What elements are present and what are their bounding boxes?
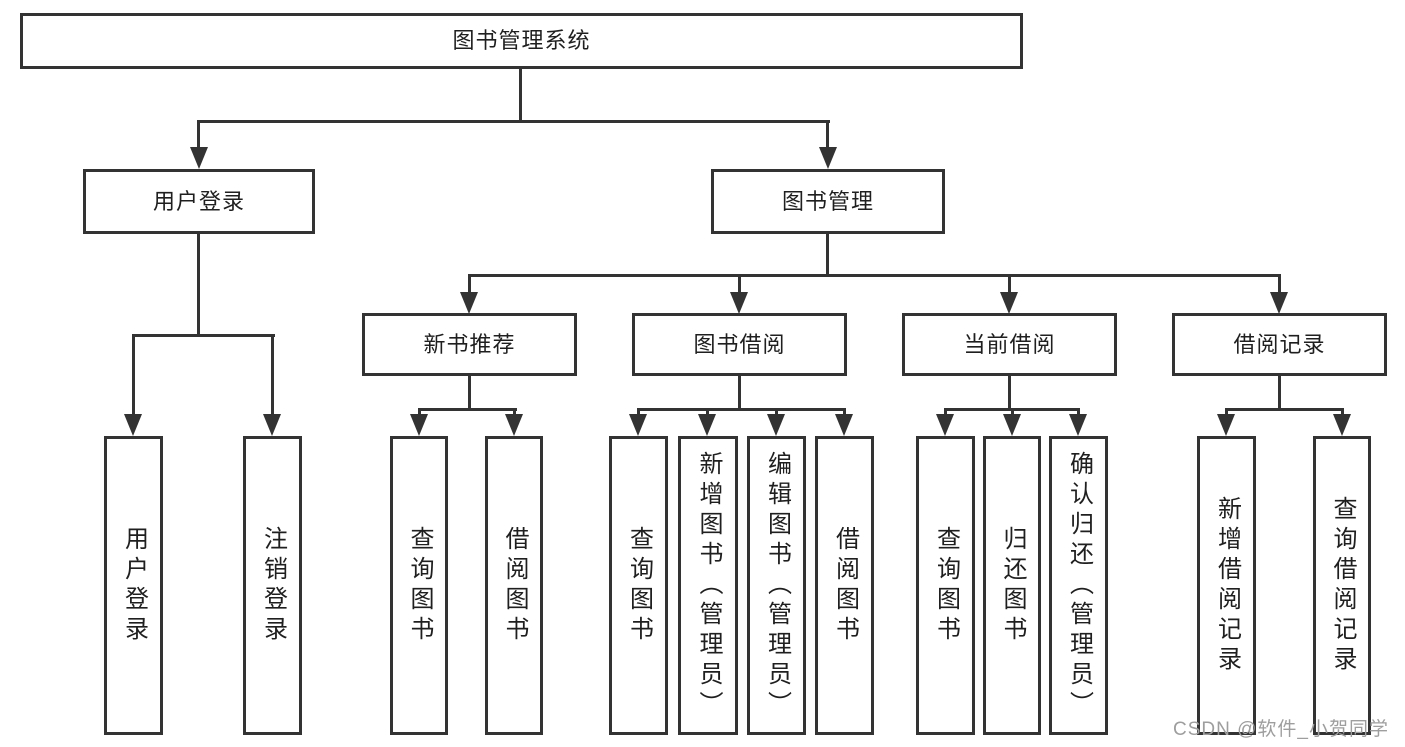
connector-drop-current-borrowing: [1008, 274, 1011, 296]
arrow-down-nb-query: [410, 414, 428, 436]
leaf-current-return-books: 归还图书: [983, 436, 1041, 735]
connector-book-borrowing-branch: [637, 408, 846, 411]
arrow-down-cb-return: [1003, 414, 1021, 436]
connector-drop-br-query: [1341, 408, 1344, 418]
connector-root-branch: [197, 120, 830, 123]
node-book-borrowing: 图书借阅: [632, 313, 847, 376]
leaf-newbook-borrow-books-label: 借阅图书: [501, 525, 528, 646]
connector-book-borrowing-stem: [738, 376, 741, 408]
arrow-down-cb-query: [936, 414, 954, 436]
leaf-records-query-record-label: 查询借阅记录: [1329, 495, 1356, 676]
leaf-records-query-record: 查询借阅记录: [1313, 436, 1371, 735]
leaf-current-confirm-return-admin: 确认归还（管理员）: [1049, 436, 1108, 735]
connector-drop-book-management: [826, 120, 829, 149]
connector-drop-cb-query: [944, 408, 947, 418]
leaf-borrowing-add-books-admin-label: 新增图书（管理员）: [695, 450, 722, 721]
arrow-down-bb-borrow: [835, 414, 853, 436]
leaf-borrowing-borrow-books: 借阅图书: [815, 436, 874, 735]
node-new-book-recommend-label: 新书推荐: [423, 331, 516, 357]
connector-current-borrowing-stem: [1008, 376, 1011, 408]
connector-drop-user-login: [197, 120, 200, 149]
connector-drop-book-borrowing: [738, 274, 741, 296]
node-borrowing-records-label: 借阅记录: [1233, 331, 1326, 357]
node-user-login-label: 用户登录: [152, 188, 245, 214]
connector-root-stem: [519, 69, 522, 120]
connector-new-book-branch: [418, 408, 517, 411]
leaf-borrowing-edit-books-admin-label: 编辑图书（管理员）: [763, 450, 791, 721]
arrow-down-user-login: [190, 147, 208, 169]
node-current-borrowing: 当前借阅: [902, 313, 1117, 376]
leaf-logout: 注销登录: [243, 436, 302, 735]
leaf-borrowing-query-books: 查询图书: [609, 436, 668, 735]
leaf-current-query-books: 查询图书: [916, 436, 975, 735]
arrow-down-br-add: [1217, 414, 1235, 436]
node-book-management: 图书管理: [711, 169, 945, 234]
connector-borrowing-records-stem: [1278, 376, 1281, 408]
node-borrowing-records: 借阅记录: [1172, 313, 1387, 376]
arrow-down-leaf-login: [124, 414, 142, 436]
connector-drop-bb-borrow: [843, 408, 846, 418]
node-current-borrowing-label: 当前借阅: [963, 331, 1056, 357]
node-root: 图书管理系统: [20, 13, 1023, 69]
connector-drop-bb-add: [706, 408, 709, 418]
node-book-management-label: 图书管理: [781, 188, 874, 214]
arrow-down-new-book: [460, 292, 478, 314]
connector-user-login-stem: [197, 234, 200, 334]
arrow-down-bb-edit: [767, 414, 785, 436]
connector-drop-new-book: [468, 274, 471, 296]
arrow-down-bb-query: [629, 414, 647, 436]
watermark: CSDN @软件_小贺同学: [1173, 719, 1389, 740]
leaf-newbook-query-books-label: 查询图书: [406, 525, 433, 646]
leaf-current-return-books-label: 归还图书: [999, 525, 1026, 646]
arrow-down-br-query: [1333, 414, 1351, 436]
connector-book-management-stem: [826, 234, 829, 274]
leaf-borrowing-edit-books-admin: 编辑图书（管理员）: [747, 436, 806, 735]
connector-drop-br-add: [1225, 408, 1228, 418]
arrow-down-cb-confirm: [1069, 414, 1087, 436]
arrow-down-leaf-logout: [263, 414, 281, 436]
arrow-down-borrowing-records: [1270, 292, 1288, 314]
connector-drop-bb-query: [637, 408, 640, 418]
connector-drop-cb-return: [1011, 408, 1014, 418]
connector-drop-bb-edit: [775, 408, 778, 418]
connector-book-management-branch: [468, 274, 1281, 277]
connector-drop-borrowing-records: [1278, 274, 1281, 296]
connector-new-book-stem: [468, 376, 471, 408]
leaf-user-login-label: 用户登录: [120, 525, 148, 646]
leaf-records-add-record-label: 新增借阅记录: [1213, 495, 1241, 676]
node-root-label: 图书管理系统: [452, 28, 591, 53]
leaf-current-query-books-label: 查询图书: [932, 525, 960, 646]
leaf-user-login: 用户登录: [104, 436, 163, 735]
connector-drop-nb-query: [418, 408, 421, 418]
arrow-down-book-management: [819, 147, 837, 169]
leaf-borrowing-add-books-admin: 新增图书（管理员）: [678, 436, 738, 735]
node-user-login: 用户登录: [83, 169, 315, 234]
leaf-newbook-borrow-books: 借阅图书: [485, 436, 543, 735]
leaf-records-add-record: 新增借阅记录: [1197, 436, 1256, 735]
connector-borrowing-records-branch: [1225, 408, 1344, 411]
connector-drop-nb-borrow: [513, 408, 516, 418]
leaf-current-confirm-return-admin-label: 确认归还（管理员）: [1065, 450, 1093, 721]
arrow-down-nb-borrow: [505, 414, 523, 436]
leaf-borrowing-borrow-books-label: 借阅图书: [831, 525, 859, 646]
node-new-book-recommend: 新书推荐: [362, 313, 577, 376]
connector-user-login-branch: [132, 334, 275, 337]
connector-drop-leaf-login: [132, 334, 135, 416]
arrow-down-book-borrowing: [730, 292, 748, 314]
node-book-borrowing-label: 图书借阅: [693, 331, 786, 357]
arrow-down-bb-add: [698, 414, 716, 436]
leaf-borrowing-query-books-label: 查询图书: [625, 525, 653, 646]
arrow-down-current-borrowing: [1000, 292, 1018, 314]
leaf-newbook-query-books: 查询图书: [390, 436, 448, 735]
connector-drop-leaf-logout: [271, 334, 274, 416]
leaf-logout-label: 注销登录: [259, 525, 287, 646]
connector-drop-cb-confirm: [1077, 408, 1080, 418]
